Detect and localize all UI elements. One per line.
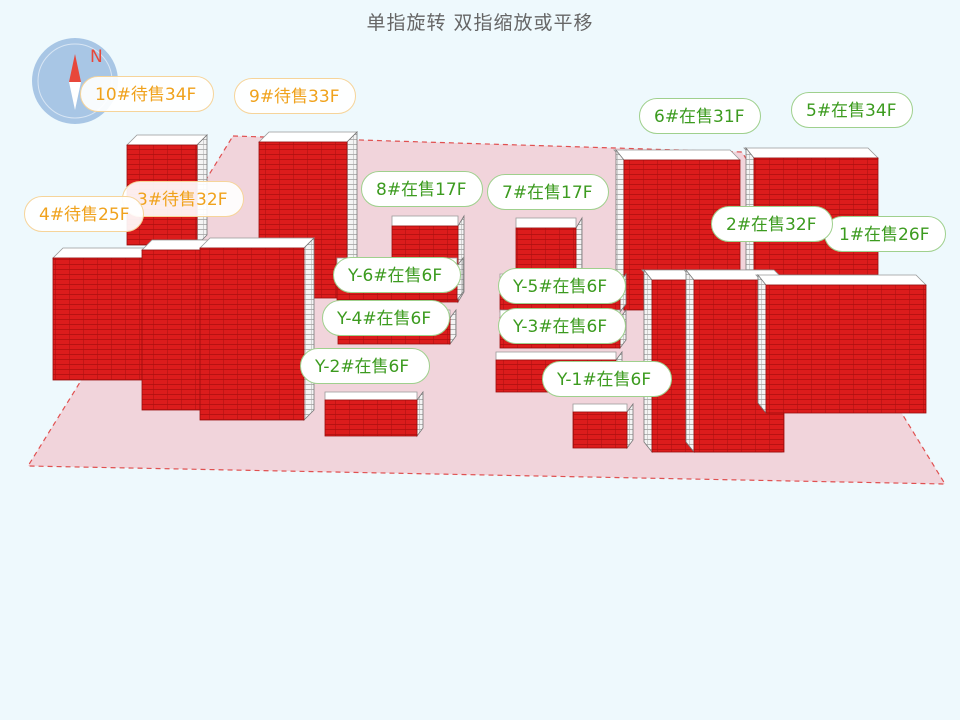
building-label-2[interactable]: 2#在售32F [711,206,833,242]
building-y-1[interactable] [572,402,634,450]
building-y-1-facade [572,411,628,449]
building-5-roof [743,147,879,159]
building-label-y-5[interactable]: Y-5#在售6F [498,268,626,304]
building-label-8[interactable]: 8#在售17F [361,171,483,207]
building-7-roof [515,217,577,229]
building-y-2-roof [324,391,418,401]
building-label-y-1[interactable]: Y-1#在售6F [542,361,672,397]
building-y-1-roof [572,403,628,413]
building-label-5[interactable]: 5#在售34F [791,92,913,128]
building-2-wing-side [685,268,695,454]
building-4-facade [52,257,154,381]
building-label-7[interactable]: 7#在售17F [487,174,609,210]
building-label-6[interactable]: 6#在售31F [639,98,761,134]
building-1-side [757,273,767,415]
building-label-10[interactable]: 10#待售34F [80,76,214,112]
building-label-1[interactable]: 1#在售26F [824,216,946,252]
building-3-wing-roof [199,237,315,249]
building-label-y-6[interactable]: Y-6#在售6F [333,257,461,293]
building-8-roof [391,215,459,227]
building-y-1b-roof [495,351,617,361]
building-label-4[interactable]: 4#待售25F [24,196,145,232]
building-3-wing[interactable] [199,237,315,421]
building-label-3[interactable]: 3#待售32F [122,181,244,217]
building-y-1-side [626,402,634,450]
building-9-roof [258,131,358,143]
building-3-wing-facade [199,247,305,421]
building-y-2[interactable] [324,390,424,438]
building-y-2-side [416,390,424,438]
building-label-y-4[interactable]: Y-4#在售6F [322,300,450,336]
building-1[interactable] [755,273,927,415]
building-label-y-3[interactable]: Y-3#在售6F [498,308,626,344]
building-1-facade [765,284,927,414]
building-3-wing-side [303,237,315,421]
building-label-9[interactable]: 9#待售33F [234,78,356,114]
building-6-roof [613,149,741,161]
compass-north-label: N [90,47,103,67]
gesture-hint: 单指旋转 双指缩放或平移 [366,12,594,34]
building-10-roof [126,134,208,146]
building-label-y-2[interactable]: Y-2#在售6F [300,348,430,384]
building-1-roof [755,274,927,286]
building-y-2-facade [324,399,418,437]
